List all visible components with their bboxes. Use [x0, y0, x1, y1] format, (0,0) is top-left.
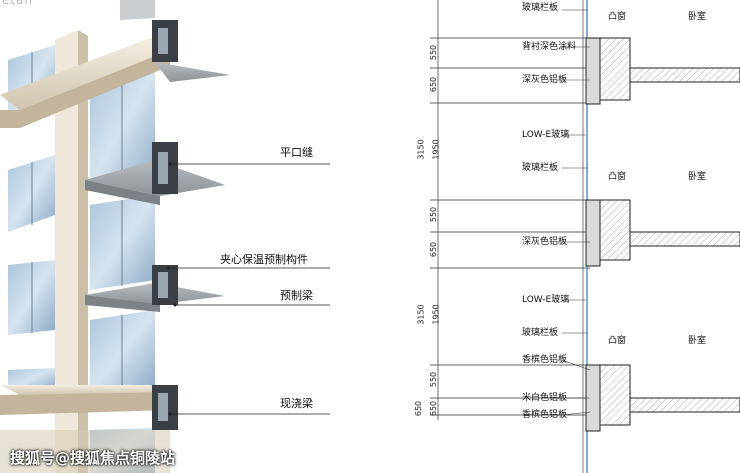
corner-caption: etail [2, 0, 34, 7]
watermark: 搜狐号@搜狐焦点铜陵站 [10, 449, 176, 467]
label-champagne-aluminum-1: 香槟色铝板 [522, 355, 568, 365]
label-bedroom-2: 卧室 [688, 172, 707, 182]
label-lowe-glass-2: LOW-E玻璃 [522, 295, 570, 305]
label-bay-window-3: 凸窗 [608, 336, 627, 346]
callout-flat-joint: 平口缝 [280, 146, 313, 159]
dim-650-a: 650 [429, 76, 439, 93]
label-dark-grey-aluminum-2: 深灰色铝板 [522, 237, 568, 247]
label-champagne-aluminum-2: 香槟色铝板 [522, 410, 568, 420]
label-lowe-glass-1: LOW-E玻璃 [522, 130, 570, 140]
callout-cast-in-place-beam: 现浇梁 [280, 397, 313, 410]
dim-550-a: 550 [429, 44, 439, 61]
callout-precast-beam: 预制梁 [280, 289, 313, 302]
label-bedroom-1: 卧室 [688, 12, 707, 22]
dim-550-c: 550 [429, 371, 439, 388]
section-drawing [430, 0, 740, 473]
label-dark-coating: 背衬深色涂料 [522, 42, 577, 52]
dim-3150-b: 3150 [416, 304, 426, 325]
label-glass-railing-3: 玻璃栏板 [522, 328, 559, 338]
facade-rendering [0, 0, 330, 473]
dim-1950-b: 1950 [431, 304, 441, 325]
dim-1950-a: 1950 [431, 139, 441, 160]
callout-sandwich-insulation-component: 夹心保温预制构件 [220, 253, 308, 266]
label-glass-railing-1: 玻璃栏板 [522, 3, 559, 13]
dim-3150-a: 3150 [416, 139, 426, 160]
label-bedroom-3: 卧室 [688, 336, 707, 346]
dim-650-c1: 650 [414, 400, 424, 417]
dim-650-c2: 650 [429, 400, 439, 417]
dim-650-b: 650 [429, 241, 439, 258]
label-bay-window-2: 凸窗 [608, 172, 627, 182]
label-glass-railing-2: 玻璃栏板 [522, 163, 559, 173]
label-bay-window-1: 凸窗 [608, 12, 627, 22]
dim-550-b: 550 [429, 206, 439, 223]
label-dark-grey-aluminum-1: 深灰色铝板 [522, 75, 568, 85]
label-off-white-aluminum: 米白色铝板 [522, 393, 568, 403]
